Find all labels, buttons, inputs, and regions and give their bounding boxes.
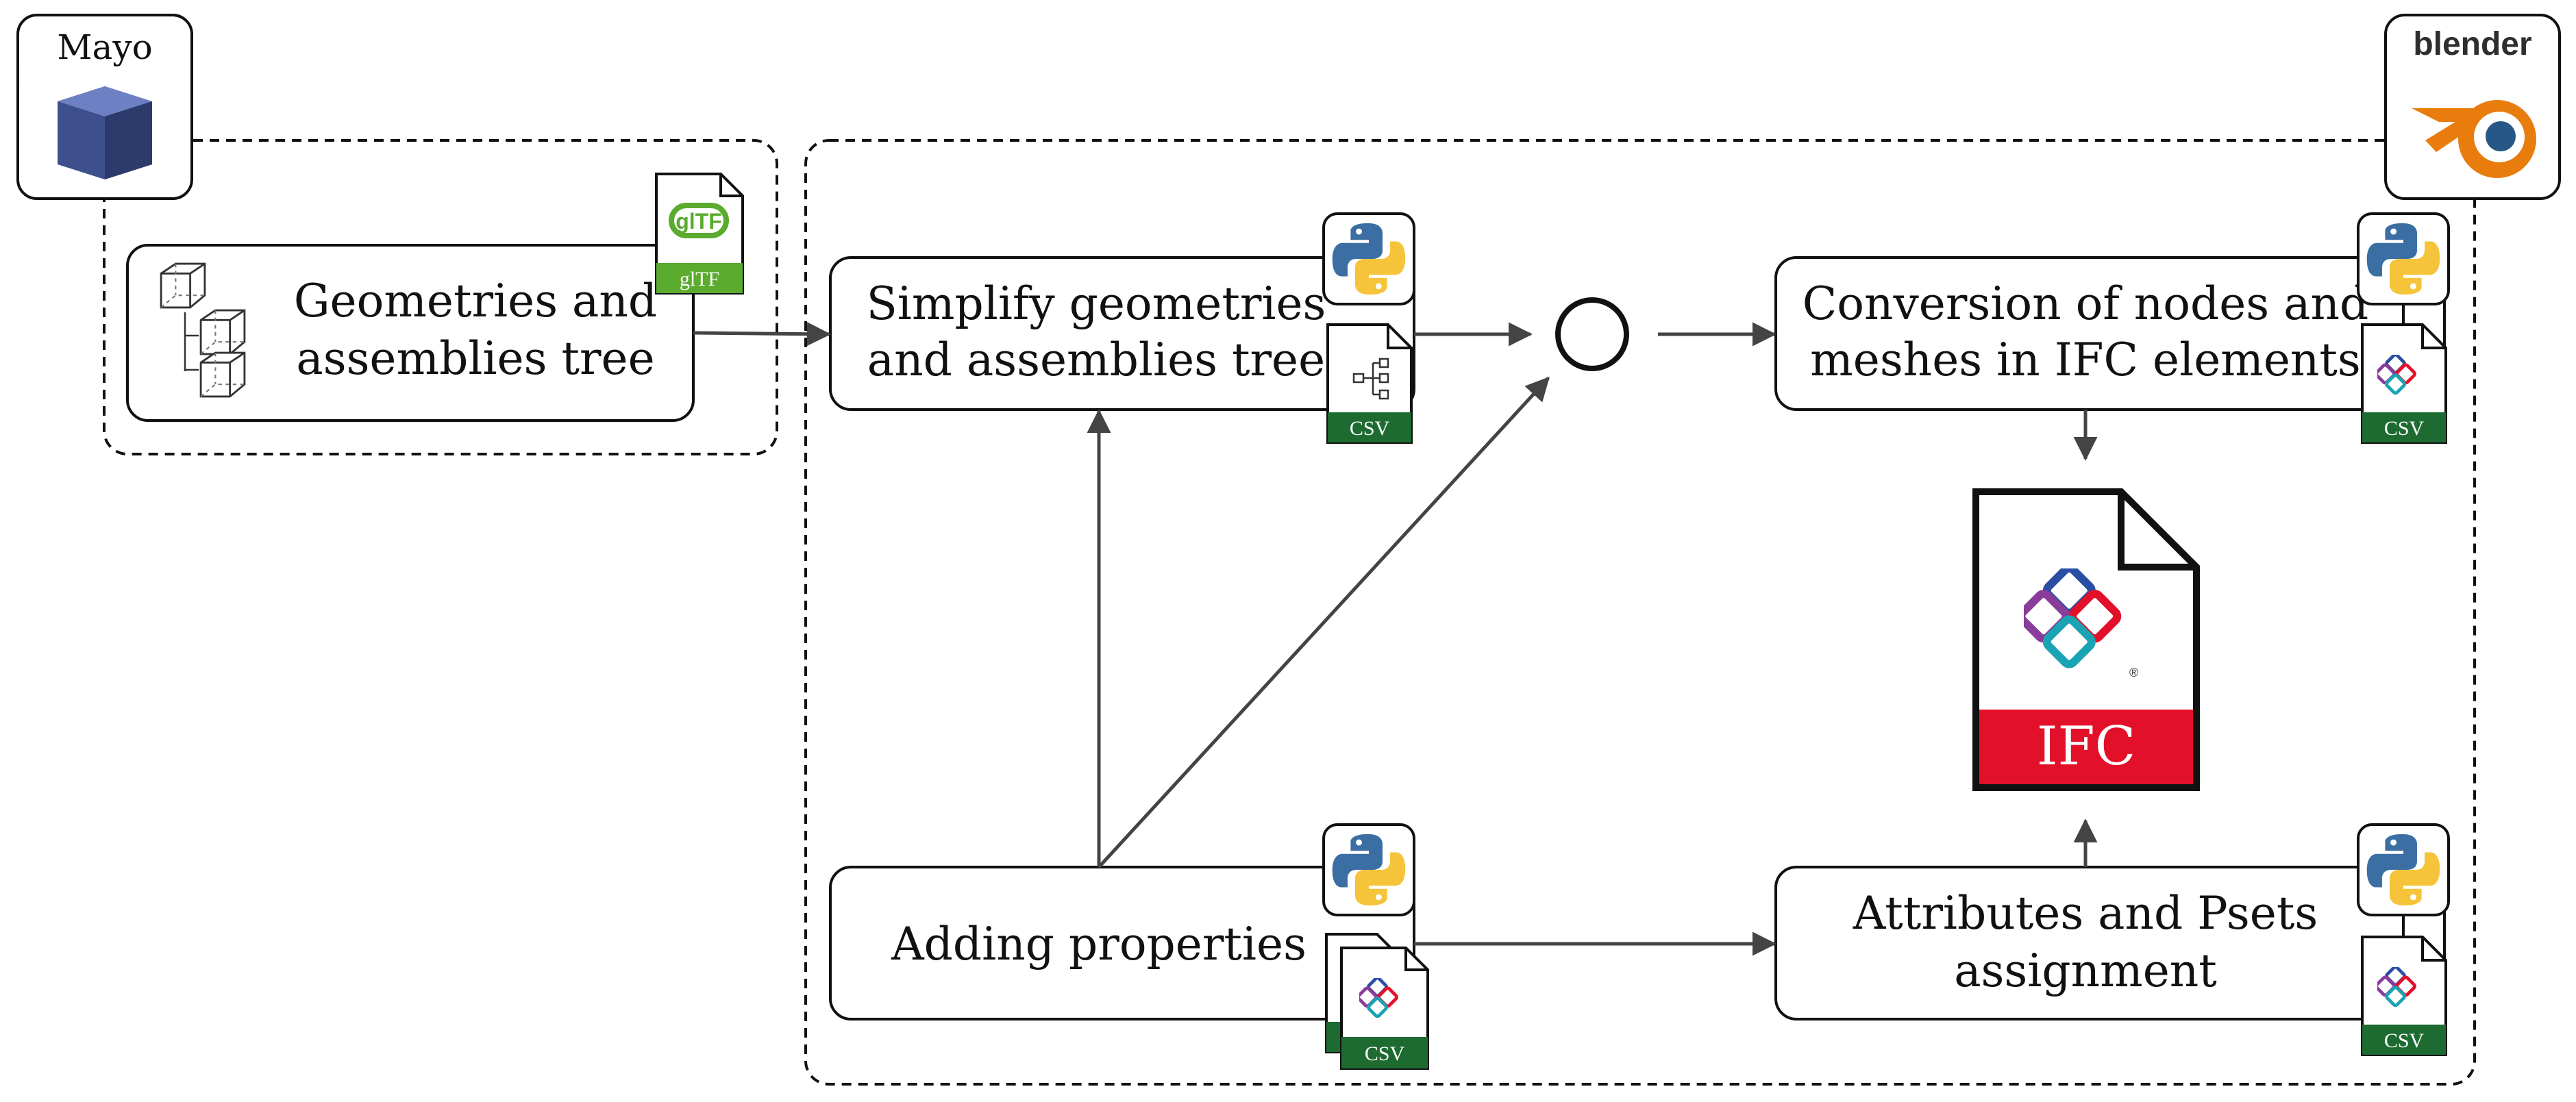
csv-file-label: CSV xyxy=(1350,417,1390,440)
csv-file-label: CSV xyxy=(1365,1042,1405,1065)
hierarchy-icon xyxy=(1352,358,1389,400)
ifc-logo-icon: ® xyxy=(2019,566,2138,679)
node-attributes-line2: assignment xyxy=(1954,944,2217,997)
cube-icon xyxy=(58,86,152,179)
mayo-group-container xyxy=(103,139,778,455)
mayo-label: Mayo xyxy=(57,27,152,67)
gltf-file-label: glTF xyxy=(680,268,719,290)
csv-file-label: CSV xyxy=(2384,417,2425,440)
python-icon xyxy=(1322,823,1415,916)
python-icon xyxy=(1322,212,1415,305)
node-conversion-line1: Conversion of nodes and xyxy=(1803,277,2368,330)
node-adding-line1: Adding properties xyxy=(891,918,1306,970)
merge-node xyxy=(1555,297,1629,371)
ifc-file-label: IFC xyxy=(2037,716,2136,777)
node-geometries-line1: Geometries and xyxy=(294,275,657,327)
gltf-file-icon: glTF glTF xyxy=(655,173,744,295)
arrow-geometries-to-simplify xyxy=(693,322,831,347)
node-adding-properties: Adding properties xyxy=(829,866,1415,1020)
csv-file-label: CSV xyxy=(2384,1029,2425,1052)
node-attributes-line1: Attributes and Psets xyxy=(1853,887,2318,940)
python-icon xyxy=(2357,823,2450,916)
blender-label: blender xyxy=(2413,26,2531,62)
node-simplify: Simplify geometries and assemblies tree xyxy=(829,256,1415,411)
node-geometries-line2: assemblies tree xyxy=(296,332,654,385)
assembly-tree-icon xyxy=(160,262,246,398)
csv-tree-file-icon: CSV xyxy=(1326,323,1413,444)
ifc-output-file: ® IFC xyxy=(1972,488,2200,791)
python-icon xyxy=(2357,212,2450,305)
mayo-app-badge: Mayo xyxy=(16,14,193,200)
gltf-logo-icon: glTF xyxy=(669,203,729,238)
blender-app-badge: blender xyxy=(2384,14,2561,200)
node-geometries: Geometries and assemblies tree xyxy=(126,244,695,422)
node-conversion-line2: meshes in IFC elements xyxy=(1810,334,2361,386)
csv-ifc-file-icon: CSV xyxy=(2361,323,2447,444)
blender-logo-icon xyxy=(2412,100,2536,178)
node-simplify-line1: Simplify geometries xyxy=(867,277,1326,330)
node-conversion: Conversion of nodes and meshes in IFC el… xyxy=(1774,256,2446,411)
svg-text:®: ® xyxy=(2129,666,2138,679)
node-attributes: Attributes and Psets assignment xyxy=(1774,866,2446,1020)
node-simplify-line2: and assemblies tree xyxy=(867,334,1325,386)
blender-group-container xyxy=(804,139,2476,1086)
csv-ifc-file-icon: CSV xyxy=(2361,936,2447,1056)
arrow-adding-to-merge xyxy=(1098,376,1550,868)
csv-file-stack-icon: CSV xyxy=(1325,933,1429,1070)
svg-text:glTF: glTF xyxy=(676,209,722,234)
